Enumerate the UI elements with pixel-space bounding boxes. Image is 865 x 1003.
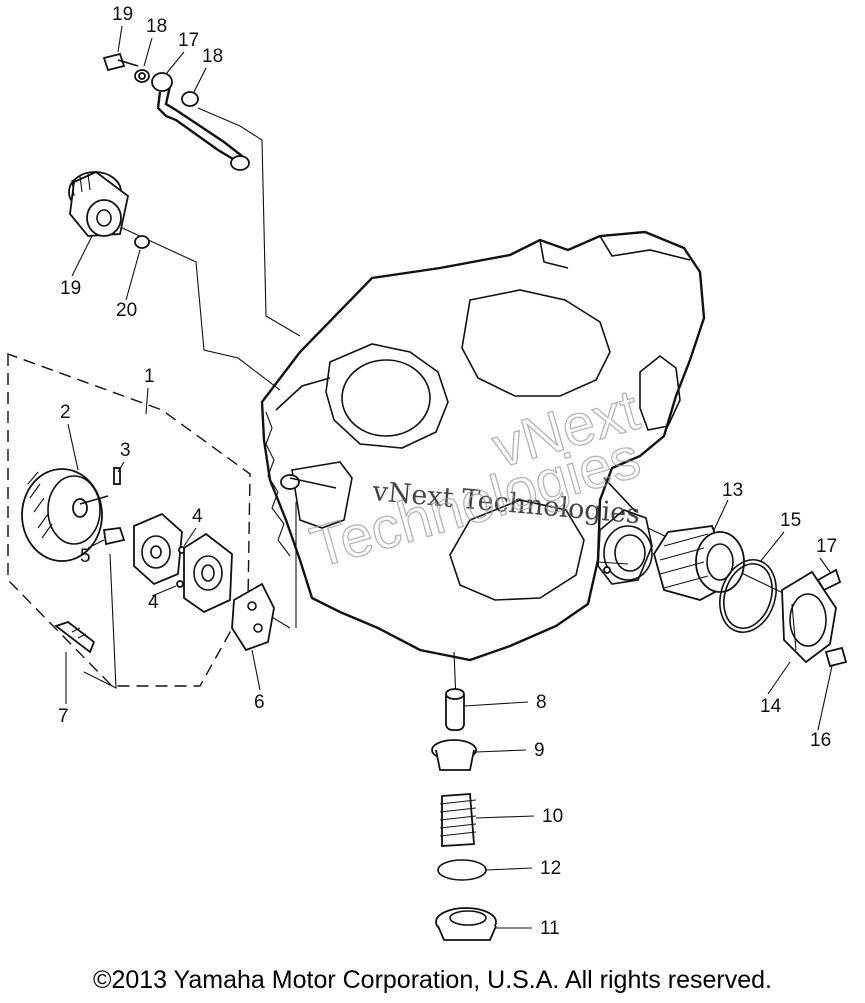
crankcase [260,230,706,662]
callout-leaders [65,25,833,929]
oil-pipe-assembly [102,52,250,171]
part-callouts: 19 18 17 18 19 20 1 2 3 4 4 5 6 7 8 9 10… [58,4,837,939]
callout-14: 14 [760,696,782,717]
callout-15: 15 [780,510,801,531]
callout-11: 11 [540,918,560,939]
callout-4-lower: 4 [148,592,159,613]
callout-2: 2 [60,402,71,423]
pump-drive-gear [68,170,150,249]
callout-16: 16 [810,730,831,751]
callout-19: 18 [202,46,223,67]
callout-1: 1 [144,366,155,387]
callout-3: 3 [120,440,131,461]
oil-filter-group [653,525,848,668]
callout-7: 7 [58,706,69,727]
callout-4-upper: 4 [192,506,203,527]
callout-8: 8 [536,692,547,713]
callout-18: 17 [178,30,199,51]
callout-12: 12 [540,858,561,879]
callout-22: 20 [116,300,137,321]
callout-10: 10 [542,806,563,827]
callout-6: 6 [254,692,265,713]
relief-valve-group [431,688,497,941]
callout-9: 9 [534,740,545,761]
callout-13: 13 [722,480,743,501]
callout-5: 5 [80,546,91,567]
oil-pump-group [7,353,275,687]
watermark: vNext Technologies vNext Technologies [303,376,648,581]
callout-19-top: 18 [146,16,167,37]
callout-20: 19 [112,4,133,25]
callout-17: 17 [816,536,837,557]
copyright-notice: ©2013 Yamaha Motor Corporation, U.S.A. A… [93,966,772,994]
callout-21: 19 [60,278,81,299]
